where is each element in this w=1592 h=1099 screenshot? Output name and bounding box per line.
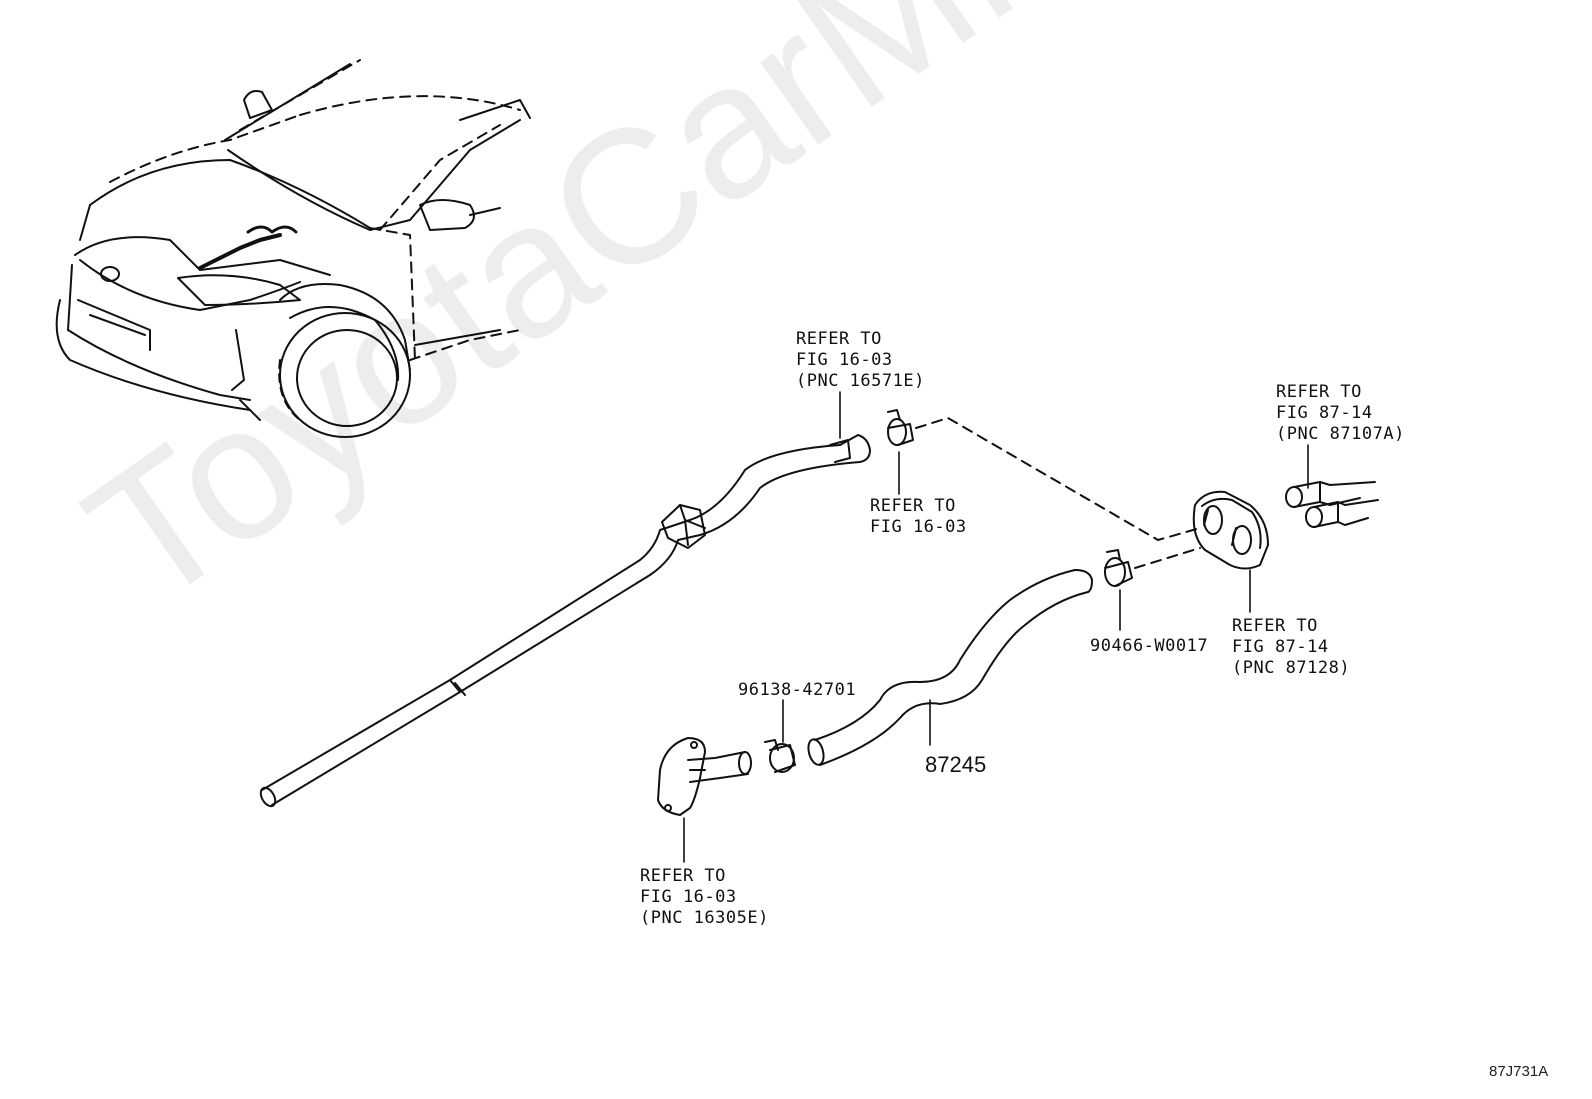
leader-lines — [683, 391, 1309, 863]
hose-87245 — [807, 569, 1093, 766]
clamp-left — [764, 739, 796, 773]
dashed-connection-top — [915, 417, 1201, 541]
heater-pipes — [1285, 481, 1379, 528]
long-water-hose — [259, 434, 871, 808]
refer-label-hose-top: REFER TO FIG 16-03 (PNC 16571E) — [796, 329, 925, 391]
diagram-code: 87J731A — [1489, 1063, 1549, 1080]
part-number-hose: 87245 — [925, 752, 987, 777]
dashed-connection-bottom — [1134, 547, 1201, 569]
refer-label-right-top: REFER TO FIG 87-14 (PNC 87107A) — [1276, 382, 1405, 444]
water-outlet — [657, 737, 752, 816]
part-number-clamp-right: 90466-W0017 — [1090, 636, 1209, 656]
clamp-right — [1104, 549, 1133, 587]
vehicle-illustration — [55, 59, 531, 438]
refer-label-clamp-top: REFER TO FIG 16-03 — [870, 496, 967, 537]
clamp-top — [887, 409, 914, 446]
refer-label-outlet: REFER TO FIG 16-03 (PNC 16305E) — [640, 866, 769, 928]
grommet-plate — [1192, 490, 1269, 570]
part-number-clamp-left: 96138-42701 — [738, 680, 857, 700]
refer-label-grommet: REFER TO FIG 87-14 (PNC 87128) — [1232, 616, 1351, 678]
